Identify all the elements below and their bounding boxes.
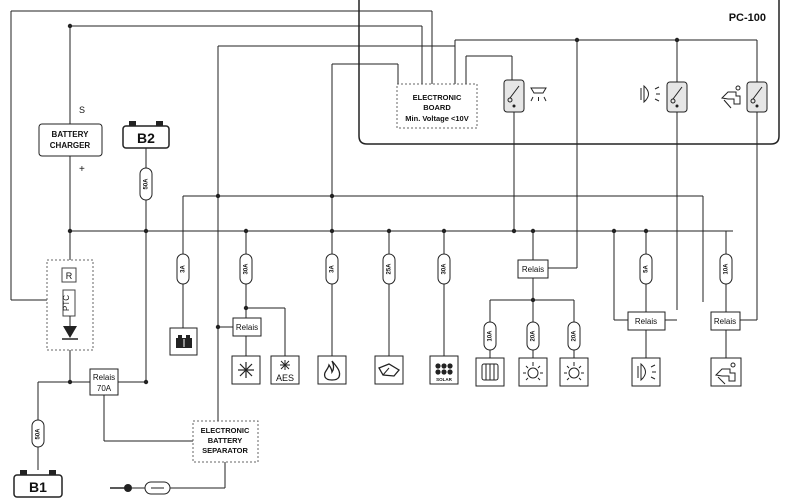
electronic-board: ELECTRONIC BOARD Min. Voltage <10V: [396, 83, 478, 129]
battery-separator: ELECTRONIC BATTERY SEPARATOR: [192, 420, 259, 463]
plug-icon: [110, 481, 171, 495]
ptc-block: R PTC: [46, 259, 94, 351]
water-pump-icon: [378, 363, 400, 377]
fuse-c6-label: 5A: [644, 264, 650, 272]
water-tap-icon: [714, 362, 736, 385]
relais-tap-label: Relais: [714, 317, 736, 326]
separator-line2: BATTERY: [208, 436, 243, 445]
fuse-b2: 50A: [139, 167, 153, 201]
battery-icon: [176, 335, 192, 348]
charger-s-terminal: S: [79, 105, 85, 115]
fuse-c5: 30A: [437, 253, 451, 285]
load-water-pump: [374, 355, 404, 385]
fuse-c2-label: 30A: [244, 263, 250, 275]
battery-b1-label: B1: [29, 479, 47, 495]
heater-icon: [481, 363, 499, 381]
flame-icon: [323, 360, 341, 381]
fuse-b1: 50A: [31, 419, 45, 448]
load-fridge: [231, 355, 261, 385]
fuse-c7-label: 10A: [724, 263, 730, 275]
relais-headlight-label: Relais: [635, 317, 657, 326]
fuse-s2-label: 20A: [531, 330, 537, 342]
fuse-c4: 25A: [382, 253, 396, 285]
load-lamp-1: [518, 357, 548, 387]
relais-lamps: Relais: [517, 259, 549, 279]
relais-headlight: Relais: [627, 311, 666, 331]
ptc-label: PTC: [62, 295, 71, 311]
lamp-indicator-icon: [530, 87, 547, 102]
relais-fridge-label: Relais: [236, 323, 258, 332]
fuse-c3-label: 3A: [330, 264, 336, 272]
junction-dots: [67, 23, 680, 385]
relais-70a-line2: 70A: [97, 384, 112, 393]
fuse-c1-label: 3A: [181, 264, 187, 272]
snowflake-icon: [238, 362, 254, 378]
charger-line1: BATTERY: [52, 130, 90, 139]
wires: [10, 10, 758, 489]
charger-plus-terminal: +: [79, 164, 85, 175]
aes-label: AES: [276, 373, 294, 383]
fuse-c7: 10A: [719, 253, 733, 285]
battery-b1: B1: [13, 470, 63, 498]
lamp-icon: [523, 362, 543, 381]
fuse-c3: 3A: [325, 253, 339, 285]
tap-indicator-icon: [720, 85, 741, 109]
fuse-b2-label: 50A: [144, 178, 150, 190]
load-water-tap: [710, 357, 742, 387]
aes-snowflake-icon: [280, 360, 290, 370]
fuse-c2: 30A: [239, 253, 253, 285]
relais-tap: Relais: [710, 311, 741, 331]
load-headlight: [631, 357, 661, 387]
headlight-icon: [637, 362, 656, 382]
pc100-panel: [358, 0, 780, 145]
board-line3: Min. Voltage <10V: [405, 114, 468, 123]
fuse-c6: 5A: [639, 253, 653, 285]
load-lamp-2: [559, 357, 589, 387]
separator-line3: SEPARATOR: [202, 446, 248, 455]
lamp-icon: [564, 362, 584, 381]
charger-line2: CHARGER: [50, 141, 91, 150]
fuse-b1-label: 50A: [36, 428, 42, 440]
relais-70a: Relais 70A: [89, 368, 119, 396]
fuse-s3: 20A: [567, 321, 581, 351]
solar-panel-icon: [435, 363, 453, 375]
fuse-c5-label: 30A: [442, 263, 448, 275]
panel-switch-lamp[interactable]: [503, 79, 525, 113]
battery-charger: BATTERY CHARGER S +: [38, 105, 103, 175]
fuse-s1: 10A: [483, 321, 497, 351]
relais-fridge: Relais: [232, 317, 262, 337]
headlight-indicator-icon: [640, 84, 660, 104]
relais-lamps-label: Relais: [522, 265, 544, 274]
fuse-s1-label: 10A: [488, 330, 494, 342]
separator-line1: ELECTRONIC: [201, 426, 250, 435]
pc100-title: PC-100: [729, 12, 766, 24]
fuse-c1: 3A: [176, 253, 190, 285]
battery-b2-label: B2: [137, 130, 155, 146]
relais-70a-line1: Relais: [93, 373, 115, 382]
load-heater-flame: [317, 355, 347, 385]
panel-switch-tap[interactable]: [746, 81, 768, 113]
solar-label: SOLAR: [436, 377, 453, 382]
battery-b2: B2: [122, 121, 170, 149]
board-line2: BOARD: [423, 103, 451, 112]
diode-icon: [63, 326, 77, 338]
fuse-s2: 20A: [526, 321, 540, 351]
load-battery: [169, 327, 198, 356]
fuse-c4-label: 25A: [387, 263, 393, 275]
fuse-s3-label: 20A: [572, 330, 578, 342]
load-aes: AES: [270, 355, 300, 385]
panel-switch-headlight[interactable]: [666, 81, 688, 113]
board-line1: ELECTRONIC: [413, 93, 462, 102]
load-heater: [475, 357, 505, 387]
load-solar: SOLAR: [429, 355, 459, 385]
ptc-r-label: R: [66, 271, 73, 281]
